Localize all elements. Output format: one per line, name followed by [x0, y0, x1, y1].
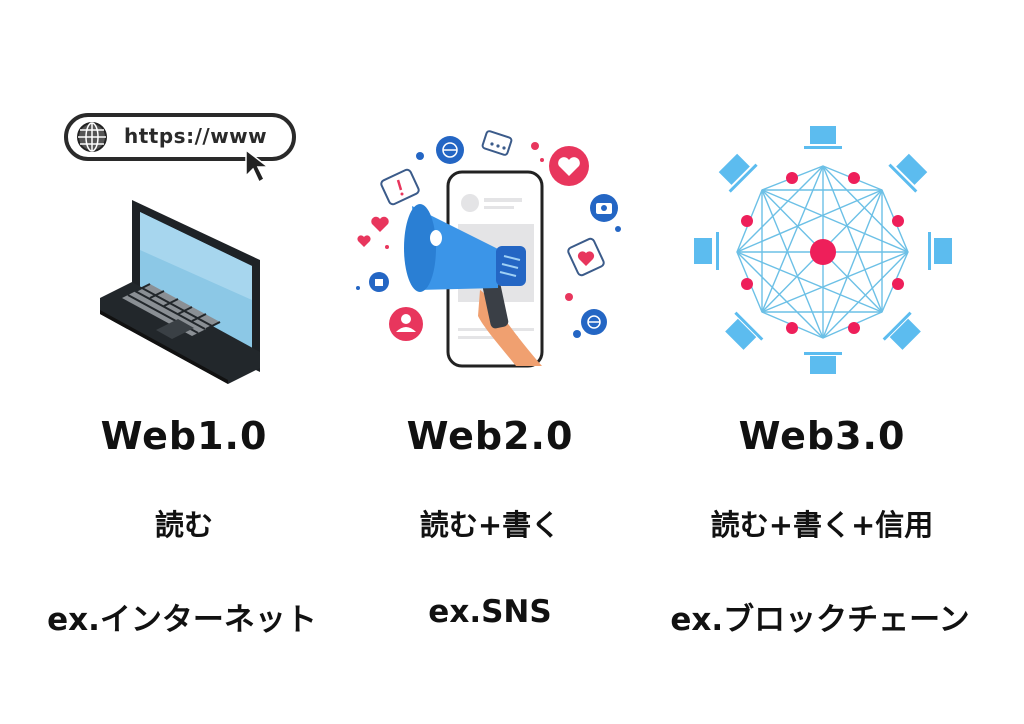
- web2-example: ex.SNS: [428, 594, 552, 630]
- heart-icon: [549, 146, 589, 186]
- user-icon: [389, 307, 423, 341]
- web3-title: Web3.0: [738, 414, 906, 458]
- computer-icon: [804, 352, 842, 374]
- web2-description: 読む+書く: [419, 508, 561, 542]
- web3-example: ex.ブロックチェーン: [670, 602, 970, 638]
- computer-icon: [694, 232, 719, 270]
- web3-description: 読む+書く+信用: [710, 508, 934, 542]
- computer-icon: [882, 311, 921, 350]
- web1-title: Web1.0: [100, 414, 268, 458]
- megaphone-icon: [404, 204, 526, 292]
- computer-icon: [928, 232, 952, 270]
- chat-bubble-icon: [481, 130, 513, 156]
- computer-icon: [725, 311, 764, 350]
- computer-icons: [694, 126, 952, 374]
- web2-title: Web2.0: [406, 414, 574, 458]
- heart-icon: [371, 216, 389, 232]
- globe-icon: [436, 136, 464, 164]
- web3-illustration: [694, 126, 952, 374]
- camera-icon: [590, 194, 618, 222]
- laptop-icon: [100, 200, 260, 384]
- web1-illustration: https://www: [60, 110, 300, 390]
- like-bubble-icon: [567, 237, 605, 277]
- cursor-icon: [245, 148, 271, 184]
- network-nodes: [741, 172, 904, 334]
- web1-example: ex.インターネット: [47, 602, 317, 638]
- computer-icon: [718, 153, 758, 193]
- globe-icon: [77, 122, 107, 152]
- url-text: https://www: [124, 124, 268, 148]
- computer-icon: [804, 126, 842, 149]
- web2-illustration: [356, 130, 621, 368]
- central-node: [810, 239, 836, 265]
- computer-icon: [888, 153, 928, 193]
- heart-icon: [357, 235, 371, 247]
- globe-icon: [581, 309, 607, 335]
- thumbs-up-icon: [369, 272, 389, 292]
- alert-bubble-icon: [380, 168, 420, 206]
- url-bar-graphic: [64, 113, 296, 161]
- web1-description: 読む: [154, 508, 213, 542]
